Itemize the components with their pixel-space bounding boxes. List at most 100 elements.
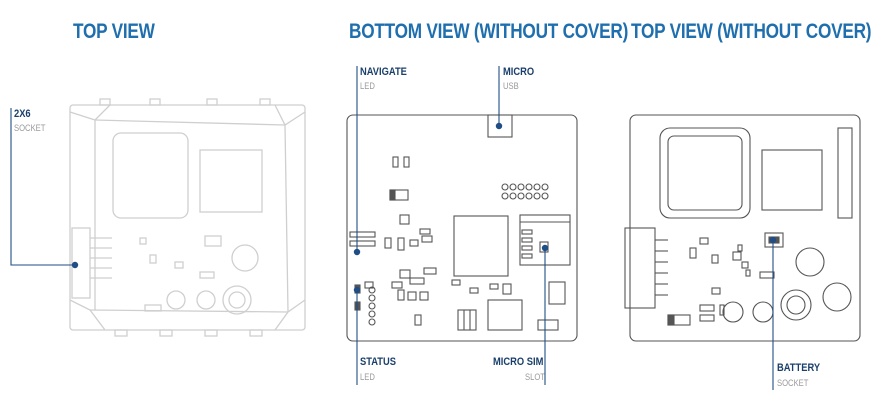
component-circle (722, 301, 744, 323)
smd-part (349, 240, 376, 247)
cover-inner-line (94, 119, 286, 126)
callout-dot-status (353, 286, 361, 294)
ghost-part (144, 304, 162, 312)
callout-dot-micro-sim (541, 244, 549, 252)
ghost-part (139, 237, 147, 245)
smd-part (407, 291, 417, 301)
smd-part (392, 156, 399, 168)
main-chip (453, 215, 509, 277)
component-circle (822, 282, 852, 312)
callout-2x6-label: 2X6 (14, 108, 31, 120)
smd-part (389, 189, 396, 201)
smd-part (419, 228, 431, 235)
top-view-board (624, 114, 861, 342)
title-top-view: TOP VIEW (73, 20, 155, 43)
board-outline (629, 114, 861, 342)
component-circle (786, 295, 806, 315)
ghost-circle (196, 290, 216, 310)
module-chip (667, 135, 743, 211)
callout-dot-2x6 (71, 261, 79, 269)
pad-array (501, 183, 549, 200)
callout-micro-sim-sub: SLOT (525, 372, 545, 382)
smd-part (397, 237, 405, 251)
connector (837, 127, 853, 219)
cover-tab (114, 329, 128, 337)
smd-part (469, 287, 479, 294)
callout-dot-micro-usb (495, 122, 503, 130)
ghost-chip (112, 132, 189, 219)
socket-2x6 (624, 227, 656, 309)
ghost-circle (228, 291, 246, 309)
cover-tab (206, 98, 218, 106)
smd-part (419, 291, 429, 301)
smd-part (403, 156, 410, 168)
smd-part (421, 235, 433, 243)
callout-dot-battery (769, 236, 777, 244)
battery-socket (764, 232, 784, 248)
ghost-circle (222, 285, 252, 315)
micro-usb-port (487, 114, 513, 138)
cover-tab (159, 329, 173, 337)
callout-dots (71, 122, 777, 294)
smd-part (489, 283, 499, 290)
callout-2x6-sub: SOCKET (14, 123, 46, 133)
cover-bevel (69, 104, 111, 121)
callout-micro-usb-sub: USB (503, 81, 519, 91)
ghost-circle (231, 244, 259, 272)
smd-part (502, 283, 512, 295)
smd-part (399, 214, 410, 225)
callout-battery-sub: SOCKET (777, 378, 809, 388)
cover-inner-line (89, 309, 289, 313)
callout-micro-usb-label: MICRO (503, 66, 535, 78)
smd-part (423, 267, 437, 275)
board-outline (346, 114, 578, 342)
smd-part (349, 231, 376, 238)
cover-tab (249, 329, 263, 337)
module-frame (659, 127, 751, 219)
ghost-socket (71, 227, 91, 299)
component-circle (795, 247, 825, 277)
callout-dot-navigate (353, 248, 361, 256)
smd-part (414, 314, 422, 326)
cover-bevel (274, 104, 306, 126)
component-circle (752, 301, 774, 323)
ghost-part (204, 235, 222, 247)
callout-battery-label: BATTERY (777, 362, 821, 374)
ghost-part (199, 271, 215, 279)
cover-inner-line (284, 124, 289, 313)
component-circle (780, 289, 812, 321)
callout-navigate-sub: LED (360, 81, 375, 91)
callout-line-2x6 (10, 108, 75, 266)
cover-tab (149, 98, 161, 106)
callout-lines (10, 66, 774, 390)
ghost-circle (166, 290, 186, 310)
cover-tab (204, 329, 218, 337)
cover-tab (99, 98, 111, 106)
smd-part (537, 319, 559, 331)
ghost-part (174, 261, 184, 269)
callout-micro-sim-label: MICRO SIM (493, 356, 544, 368)
smd-part (399, 269, 411, 279)
title-top-view-without-cover: TOP VIEW (WITHOUT COVER) (631, 20, 872, 43)
cover-bevel (274, 299, 306, 331)
smd-part (384, 237, 392, 249)
smd-part (487, 299, 523, 331)
top-view-device (69, 98, 306, 337)
smd-part (409, 277, 425, 285)
callout-status-label: STATUS (360, 356, 397, 368)
title-bottom-view: BOTTOM VIEW (WITHOUT COVER) (349, 20, 629, 43)
cover-outline (69, 104, 306, 331)
cover-tab (259, 98, 271, 106)
smd-part (364, 281, 374, 289)
ghost-part (149, 254, 157, 264)
callout-status-sub: LED (360, 372, 375, 382)
callout-navigate-label: NAVIGATE (360, 66, 407, 78)
chip (761, 149, 823, 211)
ghost-chip (199, 149, 263, 213)
smd-part (457, 309, 477, 331)
smd-part (548, 281, 566, 305)
bottom-view-board (346, 114, 578, 342)
smd-part (391, 281, 403, 289)
smd-part (397, 289, 405, 301)
